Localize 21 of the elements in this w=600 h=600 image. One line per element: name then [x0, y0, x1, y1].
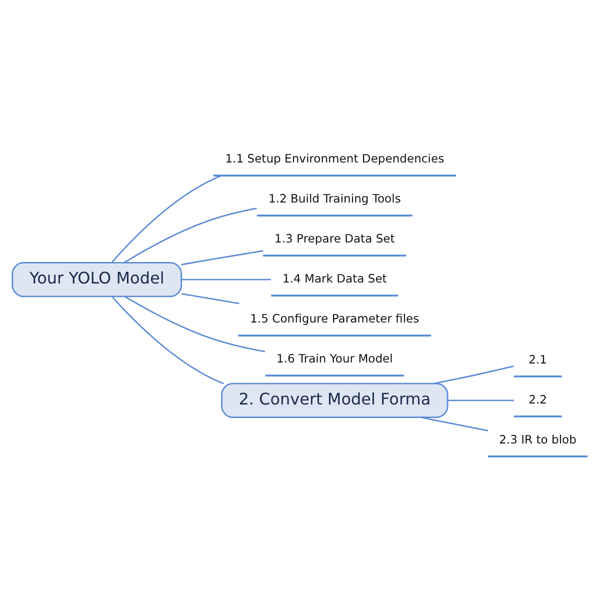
node-text: 1.5 Configure Parameter files	[250, 312, 420, 326]
connector	[124, 208, 257, 264]
node-text: 2.3 IR to blob	[499, 432, 576, 446]
node-text: 1.3 Prepare Data Set	[274, 232, 395, 246]
connector	[181, 250, 264, 266]
node-text: 2.1	[528, 352, 547, 366]
node-text: 1.1 Setup Environment Dependencies	[225, 152, 444, 166]
connector	[182, 278, 271, 280]
connector	[112, 296, 224, 384]
connector	[448, 400, 514, 402]
connector	[111, 174, 222, 263]
node-box: Your YOLO Model	[12, 262, 182, 298]
node-text: 1.2 Build Training Tools	[268, 192, 401, 206]
connector	[433, 365, 514, 384]
node-text: 1.4 Mark Data Set	[282, 272, 387, 286]
node-text: 2.2	[528, 392, 547, 406]
node-box: 2. Convert Model Forma	[221, 382, 448, 418]
connector	[420, 416, 488, 432]
node-text: 1.6 Train Your Model	[276, 352, 393, 366]
connector	[182, 293, 240, 304]
connector	[124, 296, 266, 352]
